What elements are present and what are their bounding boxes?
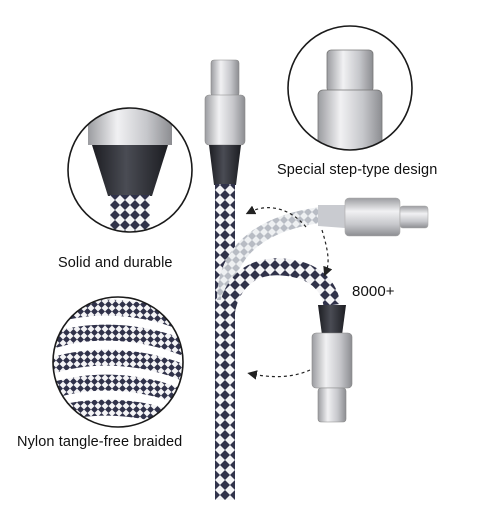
ghost-bent-cable xyxy=(217,197,429,301)
label-nylon-braided: Nylon tangle-free braided xyxy=(17,434,183,450)
detail-circle-usbc-plug xyxy=(287,25,413,151)
bent-cable xyxy=(216,258,353,423)
bend-arrows xyxy=(245,205,333,380)
detail-circle-braided-coil xyxy=(52,296,184,428)
label-bend-count: 8000+ xyxy=(352,283,395,300)
detail-circle-strain-relief xyxy=(67,107,193,233)
label-step-design: Special step-type design xyxy=(277,162,438,178)
label-solid-durable: Solid and durable xyxy=(58,255,173,271)
